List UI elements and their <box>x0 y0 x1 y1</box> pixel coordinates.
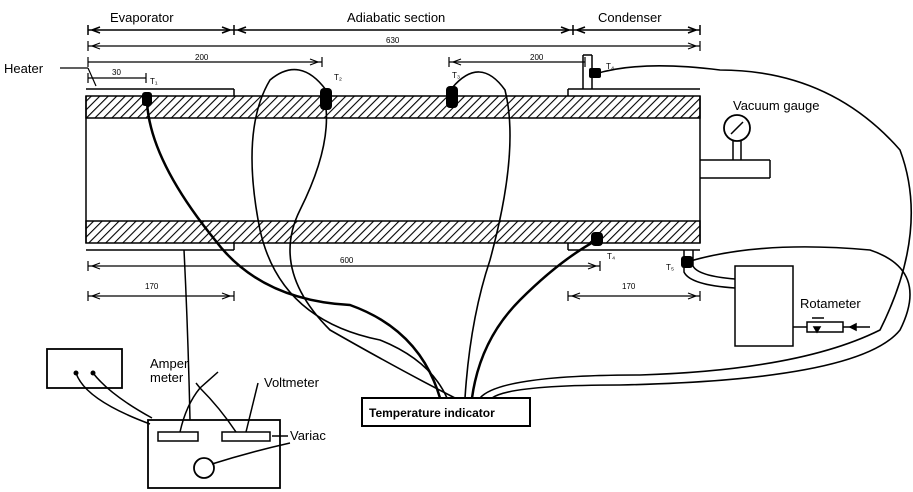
rotameter <box>793 317 870 334</box>
ampere-meter-label-2: meter <box>150 370 184 385</box>
pipe-bottom-wall <box>85 220 701 244</box>
thermocouple-t4-bottom <box>591 232 603 246</box>
dimension-cond-200-label: 200 <box>530 53 544 62</box>
water-tank <box>734 265 794 347</box>
voltmeter-display <box>221 431 271 442</box>
dimension-evap-200 <box>87 57 323 67</box>
condenser-outlet-tube <box>683 250 736 289</box>
dimension-cond-200 <box>448 57 586 67</box>
thermocouple-wires <box>145 65 913 399</box>
power-supply-box <box>46 348 123 389</box>
heater-to-variac-wire <box>183 249 191 421</box>
supply-wires <box>75 372 153 425</box>
t5-label: T₅ <box>666 263 674 272</box>
variac-label: Variac <box>290 428 326 443</box>
temperature-indicator-box <box>361 397 531 427</box>
dimension-630 <box>87 41 701 51</box>
dimension-evap-170-label: 170 <box>145 282 159 291</box>
pipe-top-wall <box>85 95 701 119</box>
heat-pipe <box>85 88 701 251</box>
dimension-cond-170 <box>567 291 701 301</box>
t4-top-label: T₄ <box>606 62 614 71</box>
thermocouple-t4-top <box>589 68 601 78</box>
evaporator-label: Evaporator <box>110 10 174 25</box>
voltmeter-label: Voltmeter <box>264 375 320 390</box>
rotameter-label: Rotameter <box>800 296 861 311</box>
variac-box <box>147 419 281 489</box>
meter-pointers <box>179 371 291 465</box>
thermocouple-t3 <box>446 86 458 108</box>
t4-bottom-label: T₄ <box>607 252 615 261</box>
adiabatic-section-label: Adiabatic section <box>347 10 445 25</box>
t2-label: T₂ <box>334 73 342 82</box>
vacuum-line <box>700 140 771 179</box>
t3-label: T₃ <box>452 71 460 80</box>
thermocouple-t2 <box>320 88 332 110</box>
heater-pointer <box>60 67 97 87</box>
dimension-heater-30 <box>87 73 147 83</box>
ampere-meter-display <box>157 431 199 442</box>
dimension-600 <box>87 261 601 271</box>
dimension-evap-170 <box>87 291 235 301</box>
ampere-meter-label-1: Amper <box>150 356 189 371</box>
heater-label: Heater <box>4 61 44 76</box>
dimension-600-label: 600 <box>340 256 354 265</box>
section-extent-line <box>87 25 701 35</box>
temperature-indicator-label: Temperature indicator <box>369 406 495 420</box>
thermocouple-t1 <box>142 92 152 106</box>
variac-knob <box>193 457 215 479</box>
dimension-heater-30-label: 30 <box>112 68 121 77</box>
t1-label: T₁ <box>150 77 158 86</box>
condenser-label: Condenser <box>598 10 662 25</box>
dimension-cond-170-label: 170 <box>622 282 636 291</box>
vacuum-gauge-label: Vacuum gauge <box>733 98 820 113</box>
dimension-evap-200-label: 200 <box>195 53 209 62</box>
dimension-630-label: 630 <box>386 36 400 45</box>
